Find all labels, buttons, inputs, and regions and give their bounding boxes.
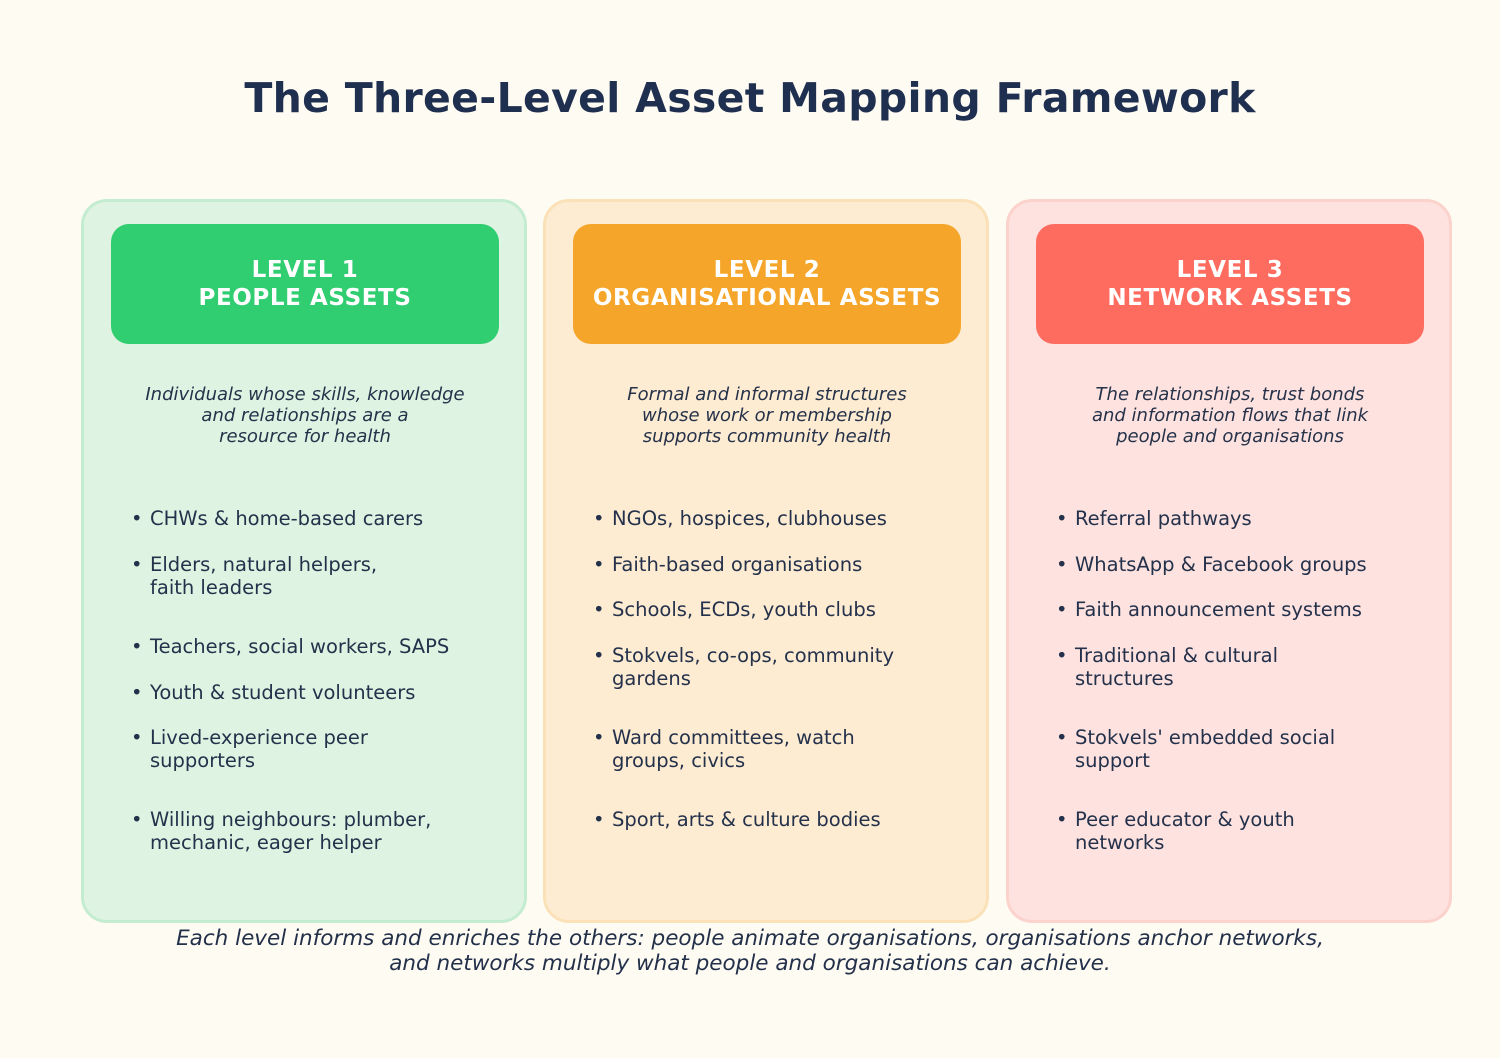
- level-3-header: LEVEL 3 NETWORK ASSETS: [1036, 224, 1424, 344]
- level-1-description: Individuals whose skills, knowledge and …: [104, 384, 506, 447]
- page-title: The Three-Level Asset Mapping Framework: [244, 74, 1256, 122]
- description-line: resource for health: [219, 426, 391, 447]
- level-2-description: Formal and informal structures whose wor…: [566, 384, 968, 447]
- footer-caption: Each level informs and enriches the othe…: [0, 926, 1500, 976]
- level-1-card: LEVEL 1 PEOPLE ASSETS Individuals whose …: [81, 199, 527, 923]
- level-3-description: The relationships, trust bonds and infor…: [1029, 384, 1431, 447]
- level-2-label: LEVEL 2: [713, 257, 821, 283]
- level-2-name: ORGANISATIONAL ASSETS: [592, 285, 942, 311]
- footer-line: Each level informs and enriches the othe…: [176, 926, 1324, 951]
- list-item: •Teachers, social workers, SAPS: [131, 635, 450, 658]
- description-line: people and organisations: [1116, 426, 1344, 447]
- description-line: and relationships are a: [201, 405, 409, 426]
- list-item: •Sport, arts & culture bodies: [593, 808, 881, 831]
- description-line: supports community health: [642, 426, 892, 447]
- level-1-label: LEVEL 1: [251, 257, 359, 283]
- footer-line: and networks multiply what people and or…: [389, 951, 1111, 976]
- list-item: •NGOs, hospices, clubhouses: [593, 507, 887, 530]
- description-line: Individuals whose skills, knowledge: [145, 384, 465, 405]
- list-item: •Referral pathways: [1056, 507, 1252, 530]
- list-item: •CHWs & home-based carers: [131, 507, 424, 530]
- description-line: Formal and informal structures: [627, 384, 907, 405]
- list-item: •Youth & student volunteers: [131, 681, 416, 704]
- level-2-header: LEVEL 2 ORGANISATIONAL ASSETS: [573, 224, 961, 344]
- level-1-header: LEVEL 1 PEOPLE ASSETS: [111, 224, 499, 344]
- level-3-name: NETWORK ASSETS: [1107, 285, 1353, 311]
- list-item: •Schools, ECDs, youth clubs: [593, 598, 876, 621]
- level-3-label: LEVEL 3: [1176, 257, 1284, 283]
- list-item: •WhatsApp & Facebook groups: [1056, 553, 1367, 576]
- level-3-card: LEVEL 3 NETWORK ASSETS The relationships…: [1006, 199, 1452, 923]
- list-item: •Faith announcement systems: [1056, 598, 1362, 621]
- description-line: The relationships, trust bonds: [1095, 384, 1365, 405]
- level-1-name: PEOPLE ASSETS: [198, 285, 412, 311]
- list-item: •Elders, natural helpers,faith leaders: [131, 553, 378, 599]
- description-line: and information flows that link: [1091, 405, 1369, 426]
- description-line: whose work or membership: [642, 405, 892, 426]
- list-item: •Willing neighbours: plumber,mechanic, e…: [131, 808, 432, 854]
- level-2-card: LEVEL 2 ORGANISATIONAL ASSETS Formal and…: [543, 199, 989, 923]
- list-item: •Faith-based organisations: [593, 553, 863, 576]
